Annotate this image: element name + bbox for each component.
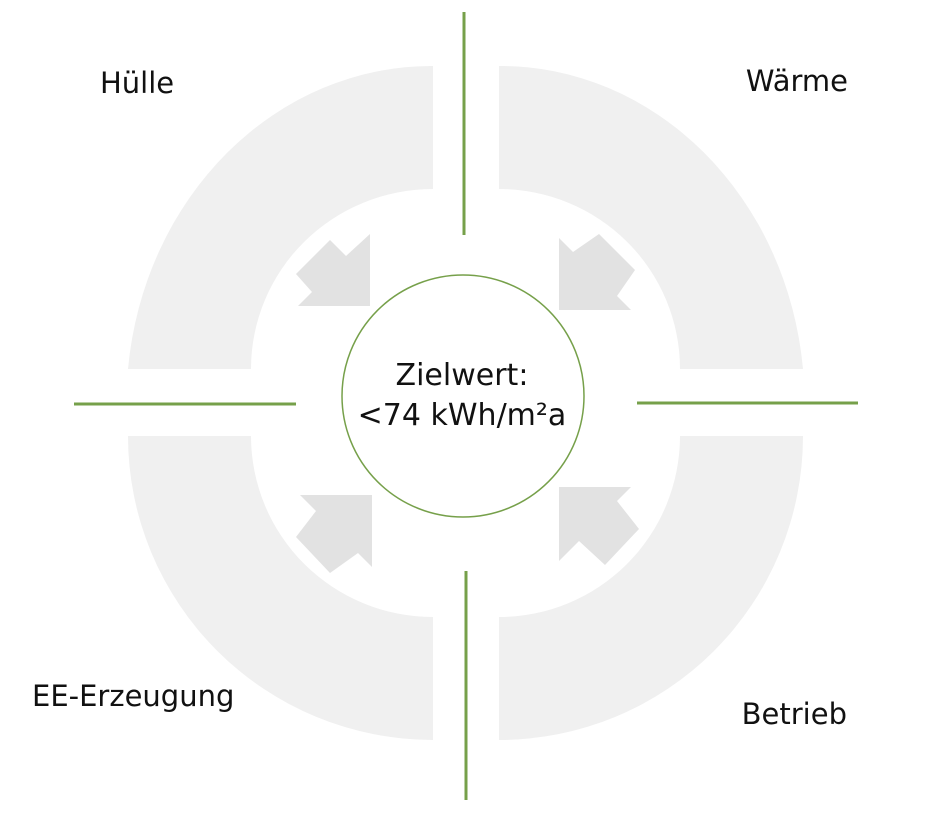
arrow-bottom-left bbox=[296, 495, 372, 573]
ring-segment-bottom-left bbox=[128, 436, 433, 740]
target-label: Zielwert: bbox=[396, 358, 529, 393]
label-top-left: Hülle bbox=[100, 66, 174, 100]
ring-segment-top-left bbox=[128, 65, 433, 370]
label-top-right: Wärme bbox=[746, 64, 848, 98]
label-bottom-left: EE-Erzeugung bbox=[32, 679, 234, 713]
arrow-top-right bbox=[559, 234, 635, 310]
label-bottom-right: Betrieb bbox=[742, 697, 847, 731]
ring-segment-top-right bbox=[499, 65, 803, 370]
target-circle bbox=[341, 274, 585, 518]
arrow-bottom-right bbox=[559, 487, 639, 565]
ring-segment-bottom-right bbox=[499, 436, 803, 740]
arrow-top-left bbox=[296, 234, 370, 306]
target-value: <74 kWh/m²a bbox=[358, 398, 567, 433]
